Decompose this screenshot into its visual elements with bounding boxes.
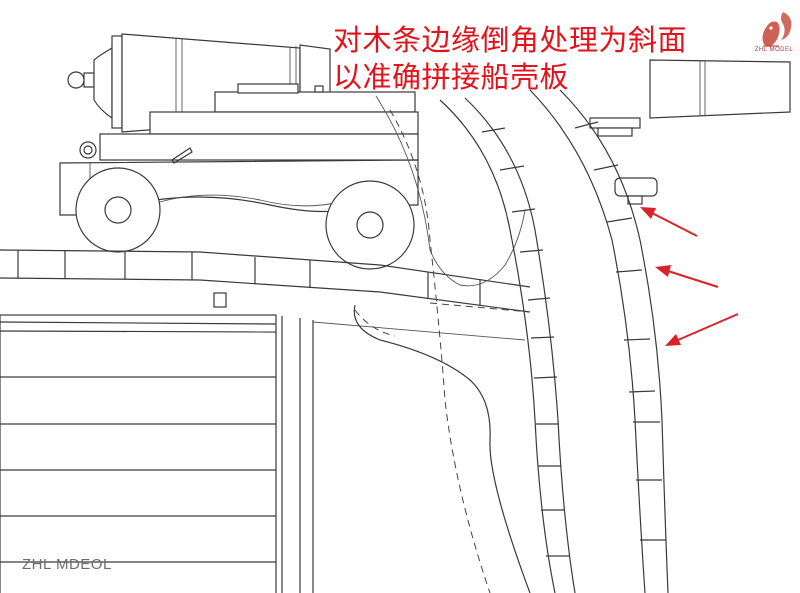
annotation-caption: 对木条边缘倒角处理为斜面 以准确拼接船壳板 xyxy=(333,22,687,96)
watermark-text: ZHL MDEOL xyxy=(22,556,112,573)
caption-line-1: 对木条边缘倒角处理为斜面 xyxy=(333,23,688,57)
caption-line-2: 以准确拼接船壳板 xyxy=(333,60,570,94)
hull-planking-curve xyxy=(439,89,669,593)
gun-carriage xyxy=(59,83,419,270)
inner-hull-dashed-curve xyxy=(389,109,491,593)
deck-plank-strip xyxy=(0,249,531,313)
knee-bracket xyxy=(353,95,531,593)
arrow-1 xyxy=(640,207,698,237)
squirrel-logo-icon xyxy=(753,8,795,60)
logo-text: ZHL MODEL xyxy=(754,47,794,53)
arrow-3 xyxy=(665,313,739,346)
annotation-arrows xyxy=(640,207,739,346)
lower-deck-planking xyxy=(0,314,526,593)
arrow-2 xyxy=(655,265,719,288)
